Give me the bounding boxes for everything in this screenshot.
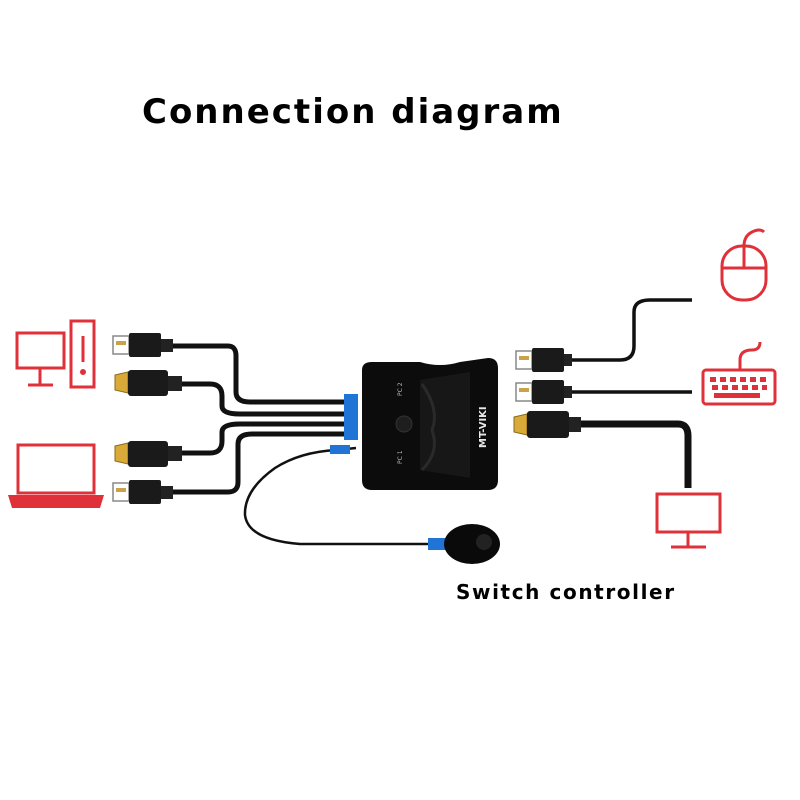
controller-plug — [330, 445, 350, 454]
usb-connector-pc2 — [112, 333, 173, 357]
cable-pc2-usb — [169, 343, 358, 405]
cable-pc1-hdmi — [179, 421, 358, 456]
switch-controller-caption: Switch controller — [456, 580, 676, 604]
brand-logo: MT-VIKI — [478, 406, 489, 448]
controller-cable — [243, 446, 428, 546]
cable-mouse — [568, 298, 692, 362]
cable-monitor — [578, 420, 692, 488]
blue-port-accent — [344, 394, 358, 440]
controller-puck — [444, 524, 500, 564]
switch-controller — [428, 524, 500, 564]
right-cables — [568, 298, 692, 394]
monitor-icon — [655, 492, 722, 549]
cable-pc1-usb — [169, 431, 358, 495]
port-label-pc1: PC 1 — [397, 450, 404, 464]
cable-pc2-hdmi — [179, 381, 358, 417]
usb-connector-keyboard — [515, 380, 572, 404]
hdmi-connector-monitor — [513, 411, 581, 438]
switch-button[interactable] — [395, 415, 413, 433]
mouse-icon — [720, 228, 768, 302]
controller-button[interactable] — [476, 534, 492, 550]
usb-connector-pc1 — [112, 480, 173, 504]
kvm-switch: PC 2 PC 1 MT-VIKI — [344, 358, 498, 490]
desktop-pc-icon — [15, 319, 96, 389]
laptop-icon — [8, 443, 104, 508]
left-cable-bundle — [169, 343, 358, 495]
diagram-title: Connection diagram — [142, 92, 564, 132]
port-label-pc2: PC 2 — [397, 382, 404, 396]
keyboard-icon — [701, 341, 777, 406]
hdmi-connector-pc2 — [114, 370, 182, 396]
usb-connector-mouse — [515, 348, 572, 372]
hdmi-connector-pc1 — [114, 441, 182, 467]
